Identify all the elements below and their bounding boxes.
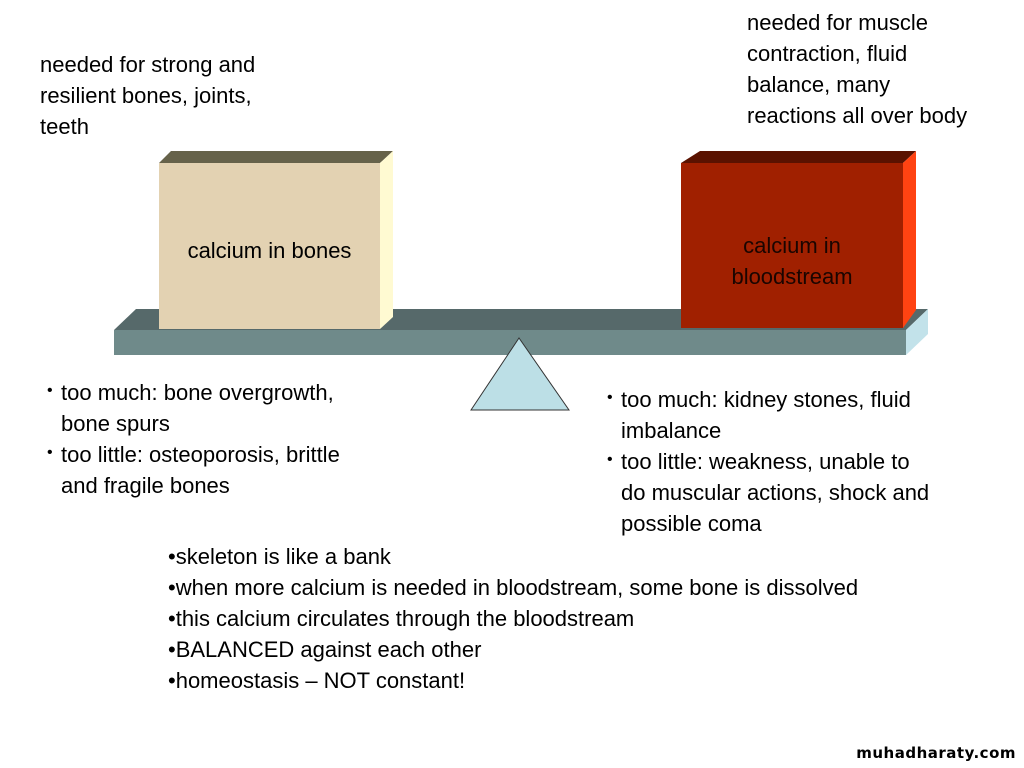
list-item: BALANCED against each other [168,634,858,665]
list-item: homeostasis – NOT constant! [168,665,858,696]
note-line: needed for muscle [747,10,928,35]
list-item: when more calcium is needed in bloodstre… [168,572,858,603]
note-line: balance, many [747,72,891,97]
summary-list: skeleton is like a bank when more calciu… [168,541,858,696]
label-line: calcium in [743,233,841,258]
note-line: reactions all over body [747,103,968,128]
label-line: bloodstream [731,264,853,289]
bones-effects-list: too much: bone overgrowth,bone spurs too… [47,375,340,501]
watermark: muhadharaty.com [856,744,1016,762]
list-item: this calcium circulates through the bloo… [168,603,858,634]
fulcrum [470,337,570,411]
note-line: needed for strong and [40,52,256,77]
bones-block [159,151,393,329]
note-line: resilient bones, joints, [40,83,252,108]
list-item: too much: bone overgrowth,bone spurs [47,375,340,439]
note-line: contraction, fluid [747,41,908,66]
bloodstream-purpose-note: needed for muscle contraction, fluid bal… [747,7,967,131]
bloodstream-effects-list: too much: kidney stones, fluidimbalance … [607,382,929,539]
note-line: teeth [40,114,89,139]
bloodstream-block [681,151,916,328]
bones-block-label: calcium in bones [187,238,352,263]
bones-purpose-note: needed for strong and resilient bones, j… [40,49,255,142]
list-item: skeleton is like a bank [168,541,858,572]
bloodstream-block-label: calcium in bloodstream [681,230,903,292]
